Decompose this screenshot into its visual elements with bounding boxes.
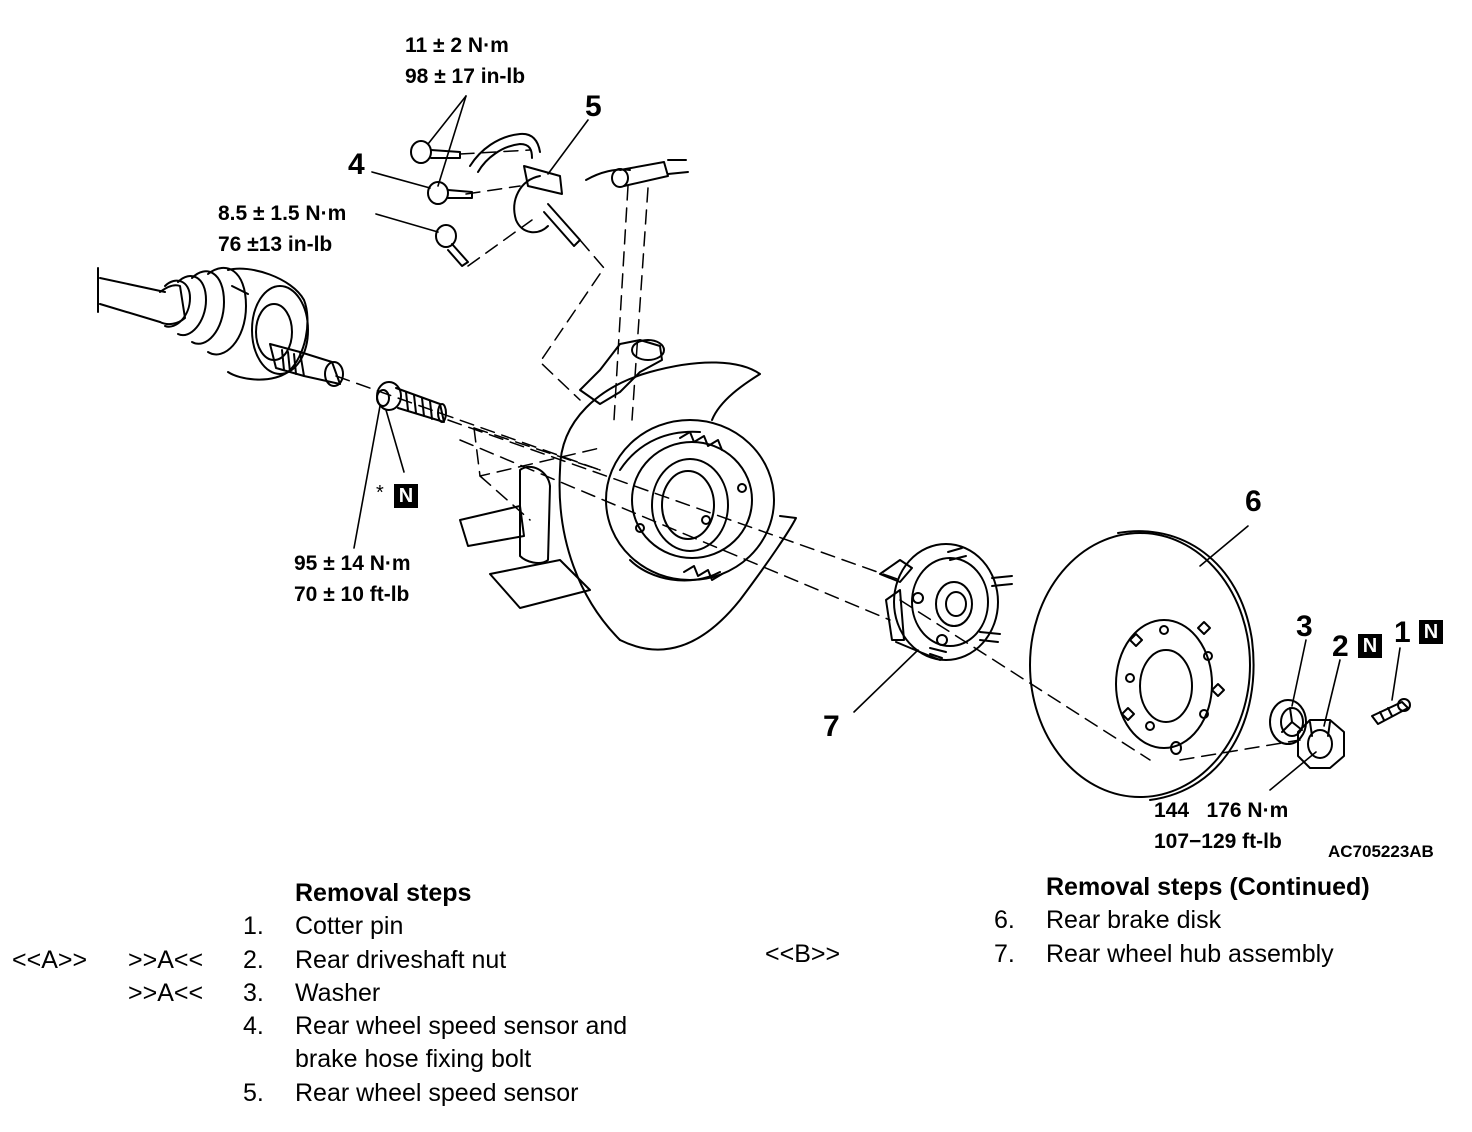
torque-sensor-bolt-nm: 11 ± 2 N·m	[405, 34, 509, 57]
torque-nut-nm: 144 176 N·m	[1154, 799, 1289, 822]
washer-illustration	[1269, 699, 1307, 745]
knuckle-backing-plate-illustration	[459, 339, 797, 651]
step-1-label: Cotter pin	[295, 912, 404, 940]
torque-hub-bolt-ftlb: 70 ± 10 ft-lb	[294, 583, 410, 606]
figure-code: AC705223AB	[1328, 842, 1434, 861]
callout-7: 7	[823, 710, 840, 743]
driveshaft-illustration	[97, 266, 344, 387]
step-4-label-line2: brake hose fixing bolt	[295, 1045, 532, 1073]
torque-hub-bolt: 95 ± 14 N·m 70 ± 10 ft-lb	[294, 548, 411, 610]
callout-4: 4	[348, 148, 365, 181]
step-5-label: Rear wheel speed sensor	[295, 1079, 579, 1107]
step-7-num: 7.	[994, 940, 1015, 968]
non-reusable-badge-2: N	[1358, 634, 1382, 658]
torque-driveshaft-nut: 144 176 N·m 107−129 ft-lb	[1154, 795, 1288, 857]
leader-lines	[353, 95, 1401, 791]
step-5-num: 5.	[243, 1079, 264, 1107]
step-7-left-ref: <<B>>	[765, 940, 841, 968]
torque-hose-bolt-inlb: 76 ±13 in-lb	[218, 233, 333, 256]
torque-nut-ftlb: 107−129 ft-lb	[1154, 830, 1282, 853]
callout-6: 6	[1245, 485, 1262, 518]
cotter-pin-illustration	[1371, 698, 1411, 725]
wheel-hub-illustration	[879, 543, 1013, 661]
non-reusable-badge-hub-bolt: N	[394, 484, 418, 508]
step-3-num: 3.	[243, 979, 264, 1007]
brake-disk-illustration	[1029, 530, 1255, 801]
removal-steps-heading: Removal steps	[295, 879, 472, 907]
asterisk-mark: *	[376, 482, 384, 504]
step-2-left-ref: <<A>>	[12, 946, 88, 974]
torque-sensor-bolt: 11 ± 2 N·m 98 ± 17 in-lb	[405, 30, 525, 92]
torque-hose-bolt: 8.5 ± 1.5 N·m 76 ±13 in-lb	[218, 198, 346, 260]
callout-2: 2	[1332, 630, 1349, 663]
step-6-num: 6.	[994, 906, 1015, 934]
torque-hose-bolt-nm: 8.5 ± 1.5 N·m	[218, 202, 347, 225]
step-2-right-ref: >>A<<	[128, 946, 204, 974]
removal-steps-continued-heading: Removal steps (Continued)	[1046, 873, 1370, 901]
step-2-label: Rear driveshaft nut	[295, 946, 507, 974]
step-3-right-ref: >>A<<	[128, 979, 204, 1007]
sensor-bolts-illustration	[410, 140, 473, 267]
step-4-num: 4.	[243, 1012, 264, 1040]
step-1-num: 1.	[243, 912, 264, 940]
speed-sensor-illustration	[469, 132, 689, 247]
alignment-lines	[335, 149, 1301, 761]
non-reusable-badge-1: N	[1419, 620, 1443, 644]
driveshaft-nut-illustration	[1297, 719, 1345, 769]
step-6-label: Rear brake disk	[1046, 906, 1222, 934]
step-7-label: Rear wheel hub assembly	[1046, 940, 1334, 968]
step-4-label: Rear wheel speed sensor and	[295, 1012, 628, 1040]
torque-hub-bolt-nm: 95 ± 14 N·m	[294, 552, 411, 575]
step-3-label: Washer	[295, 979, 381, 1007]
torque-sensor-bolt-inlb: 98 ± 17 in-lb	[405, 65, 526, 88]
callout-3: 3	[1296, 610, 1313, 643]
step-2-num: 2.	[243, 946, 264, 974]
callout-1: 1	[1394, 616, 1411, 649]
callout-5: 5	[585, 90, 602, 123]
